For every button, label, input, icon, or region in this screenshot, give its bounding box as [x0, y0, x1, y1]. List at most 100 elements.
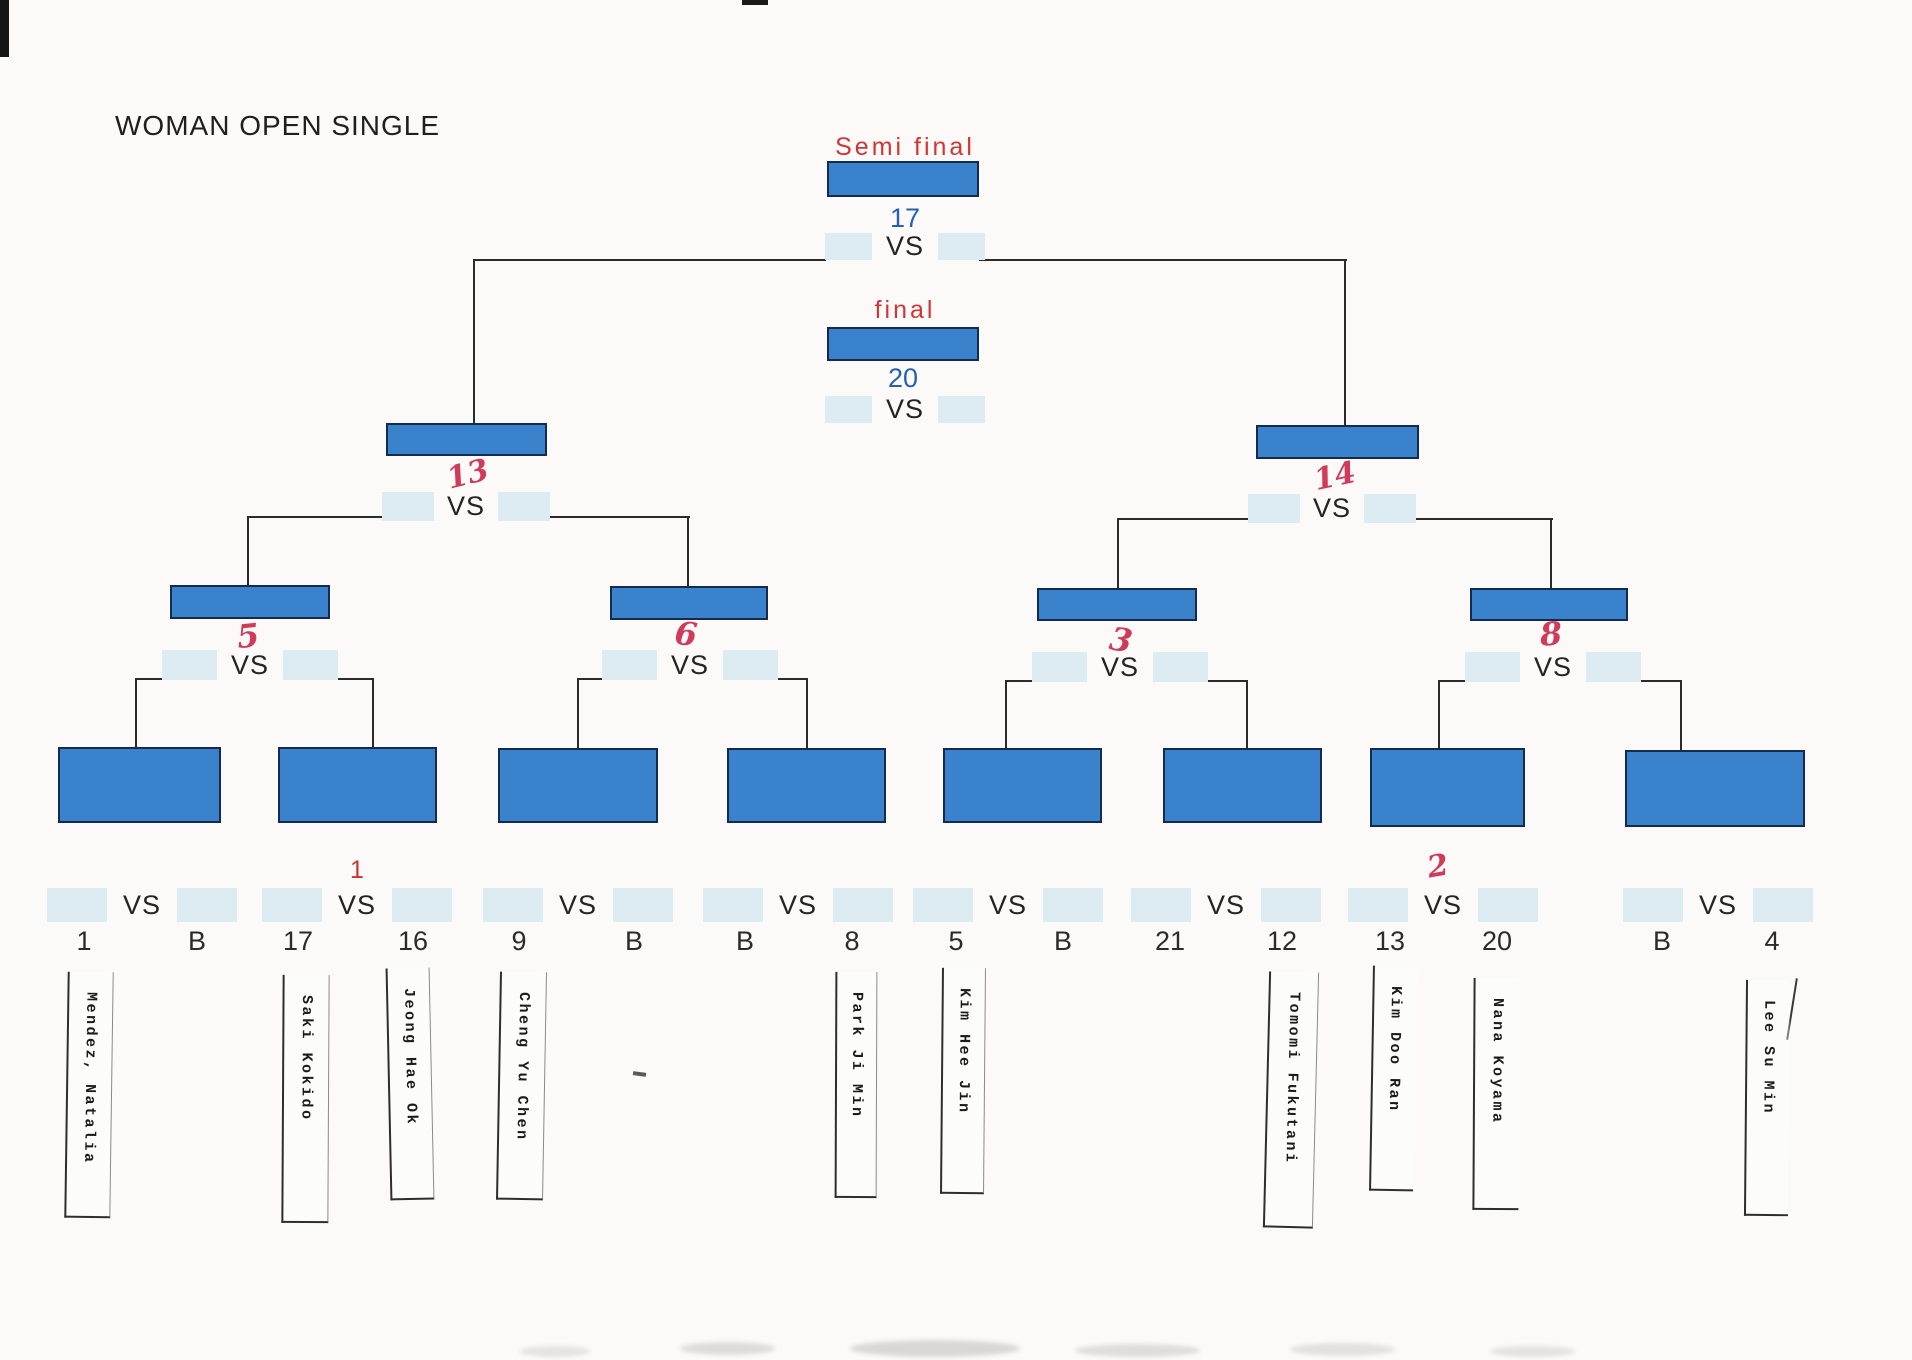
vs-unit: VS: [702, 888, 894, 922]
bracket-line: [1438, 680, 1466, 682]
seed-number: 16: [397, 926, 429, 956]
bracket-line: [1438, 680, 1440, 748]
vs-label: VS: [1423, 889, 1463, 920]
seed-number: 8: [844, 926, 860, 956]
tournament-title: WOMAN OPEN SINGLE: [115, 110, 441, 141]
match-number-handwritten: 6: [672, 613, 700, 655]
player-name: Lee Su Min: [1759, 999, 1778, 1116]
vs-unit: VS: [381, 491, 551, 521]
vs-label: VS: [1206, 889, 1246, 920]
player-name-strip: Cheng Yu Chen: [496, 971, 547, 1201]
bracket-line: [338, 678, 374, 680]
bracket-line: [247, 516, 387, 518]
vs-unit: VS: [824, 396, 986, 423]
bracket-line: [577, 678, 579, 748]
player-name-strip: Lee Su Min: [1743, 979, 1791, 1217]
player-name: Saki Kokido: [297, 994, 316, 1122]
vs-highlight-patch: [1153, 652, 1209, 682]
vs-highlight-patch: [1586, 652, 1642, 682]
bracket-line: [247, 516, 249, 587]
bracket-line: [135, 678, 137, 748]
player-name: Kim Doo Ran: [1384, 985, 1405, 1113]
bracket-line: [1005, 680, 1007, 748]
bracket-line: [135, 678, 163, 680]
vs-highlight-patch: [482, 888, 543, 922]
scan-artifact: [0, 0, 9, 57]
winner-box-final: [827, 327, 979, 361]
bracket-line: [1412, 518, 1553, 520]
first-round-box: [1625, 750, 1805, 827]
seed-number: B: [187, 926, 207, 956]
bracket-line: [543, 516, 690, 518]
vs-highlight-patch: [1478, 888, 1539, 922]
vs-label: VS: [337, 889, 377, 920]
vs-highlight-patch: [1043, 888, 1104, 922]
vs-highlight-patch: [381, 492, 434, 521]
first-round-box: [58, 747, 221, 823]
bracket-line: [1641, 680, 1682, 682]
bracket-line: [806, 678, 808, 748]
bracket-line: [1117, 518, 1119, 590]
match-number: 1: [350, 856, 364, 884]
scan-artifact: [680, 1342, 775, 1355]
player-name-strip: Tomomi Fukutani: [1262, 971, 1320, 1229]
bracket-line: [1208, 680, 1248, 682]
first-round-box: [1370, 748, 1525, 827]
vs-highlight-patch: [824, 233, 872, 260]
vs-label: VS: [1312, 493, 1352, 523]
vs-highlight-patch: [723, 650, 779, 680]
seed-number: 5: [948, 926, 964, 956]
player-name: Tomomi Fukutani: [1281, 991, 1303, 1165]
player-name: Mendez, Natalia: [80, 991, 100, 1165]
vs-highlight-patch: [1753, 888, 1814, 922]
first-round-box: [943, 748, 1102, 823]
vs-highlight-patch: [702, 888, 763, 922]
vs-highlight-patch: [1464, 652, 1520, 682]
vs-label: VS: [1533, 651, 1573, 682]
winner-box-semi-final: [827, 161, 979, 197]
vs-unit: VS: [1622, 888, 1814, 922]
vs-highlight-patch: [161, 650, 217, 680]
vs-unit: VS: [601, 650, 779, 680]
vs-label: VS: [1100, 651, 1140, 682]
seed-number: 4: [1764, 926, 1780, 956]
vs-highlight-patch: [177, 888, 238, 922]
vs-highlight-patch: [283, 650, 339, 680]
vs-unit: VS: [1347, 888, 1539, 922]
bracket-line: [372, 678, 374, 748]
player-name: Park Ji Min: [847, 991, 866, 1119]
vs-label: VS: [558, 889, 598, 920]
player-name: Cheng Yu Chen: [512, 991, 533, 1142]
seed-number: 17: [282, 926, 314, 956]
match-number-handwritten: 5: [234, 615, 262, 657]
quarter-final-box: [610, 586, 768, 620]
bracket-line: [473, 259, 475, 425]
vs-highlight-patch: [46, 888, 107, 922]
match-number-handwritten: 14: [1310, 455, 1359, 498]
semi-final-match-number: 17: [889, 203, 921, 233]
bracket-line: [1246, 680, 1248, 748]
vs-label: VS: [446, 491, 486, 521]
bracket-line: [1117, 518, 1253, 520]
vs-highlight-patch: [938, 396, 986, 423]
bracket-line: [1550, 518, 1552, 590]
player-name-strip: Kim Doo Ran: [1369, 965, 1417, 1192]
semi-final-box-right: [1256, 425, 1419, 459]
player-name: Jeong Hae Ok: [399, 987, 420, 1127]
vs-highlight-patch: [938, 233, 986, 260]
vs-label: VS: [122, 889, 162, 920]
first-round-box: [1163, 748, 1322, 823]
final-match-number: 20: [887, 363, 919, 393]
vs-highlight-patch: [1247, 494, 1300, 523]
seed-number: 21: [1154, 926, 1186, 956]
player-name-strip: Nana Koyama: [1472, 977, 1520, 1211]
player-name: Nana Koyama: [1488, 997, 1507, 1125]
seed-number: 1: [76, 926, 92, 956]
vs-label: VS: [885, 231, 925, 261]
seed-number: B: [1053, 926, 1073, 956]
player-name-strip: Saki Kokido: [281, 974, 330, 1224]
final-label: final: [874, 296, 936, 324]
match-number-handwritten: 2: [1424, 847, 1452, 886]
bracket-line: [473, 259, 826, 261]
vs-unit: VS: [261, 888, 453, 922]
